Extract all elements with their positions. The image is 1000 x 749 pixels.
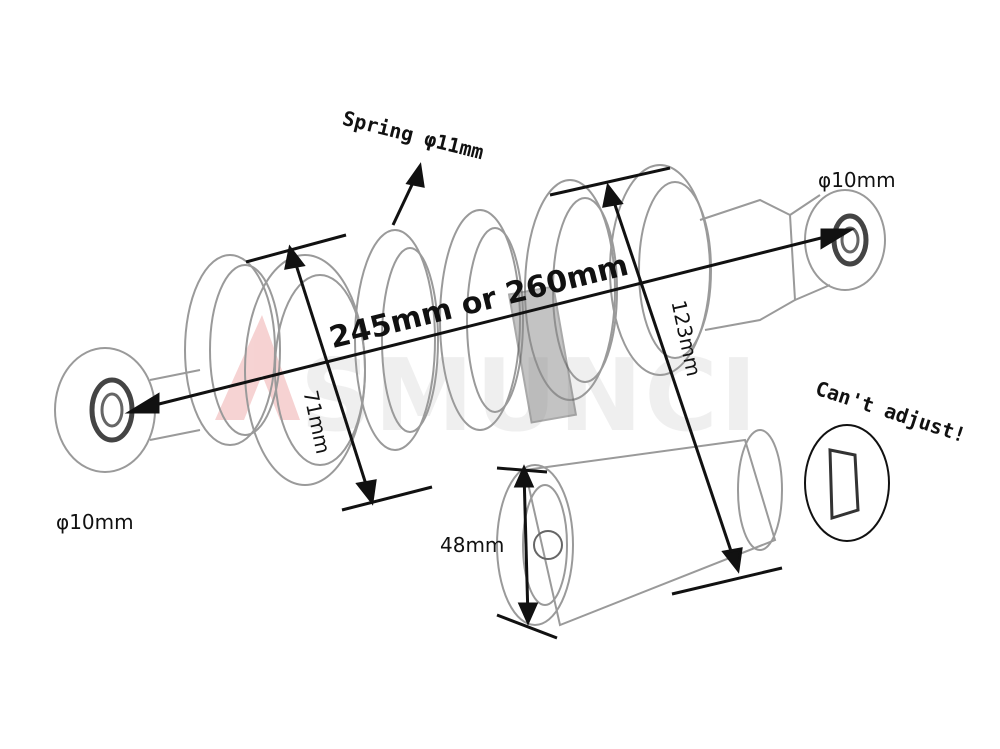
length-arrowhead-left — [124, 392, 160, 414]
shock-sketch — [54, 164, 890, 627]
reservoir-diameter-label: 48mm — [440, 533, 505, 557]
length-arrowhead-right — [820, 228, 856, 250]
eye-left-label: φ10mm — [56, 510, 134, 534]
dimension-lines — [124, 162, 856, 640]
eye-right-label: φ10mm — [818, 168, 896, 192]
